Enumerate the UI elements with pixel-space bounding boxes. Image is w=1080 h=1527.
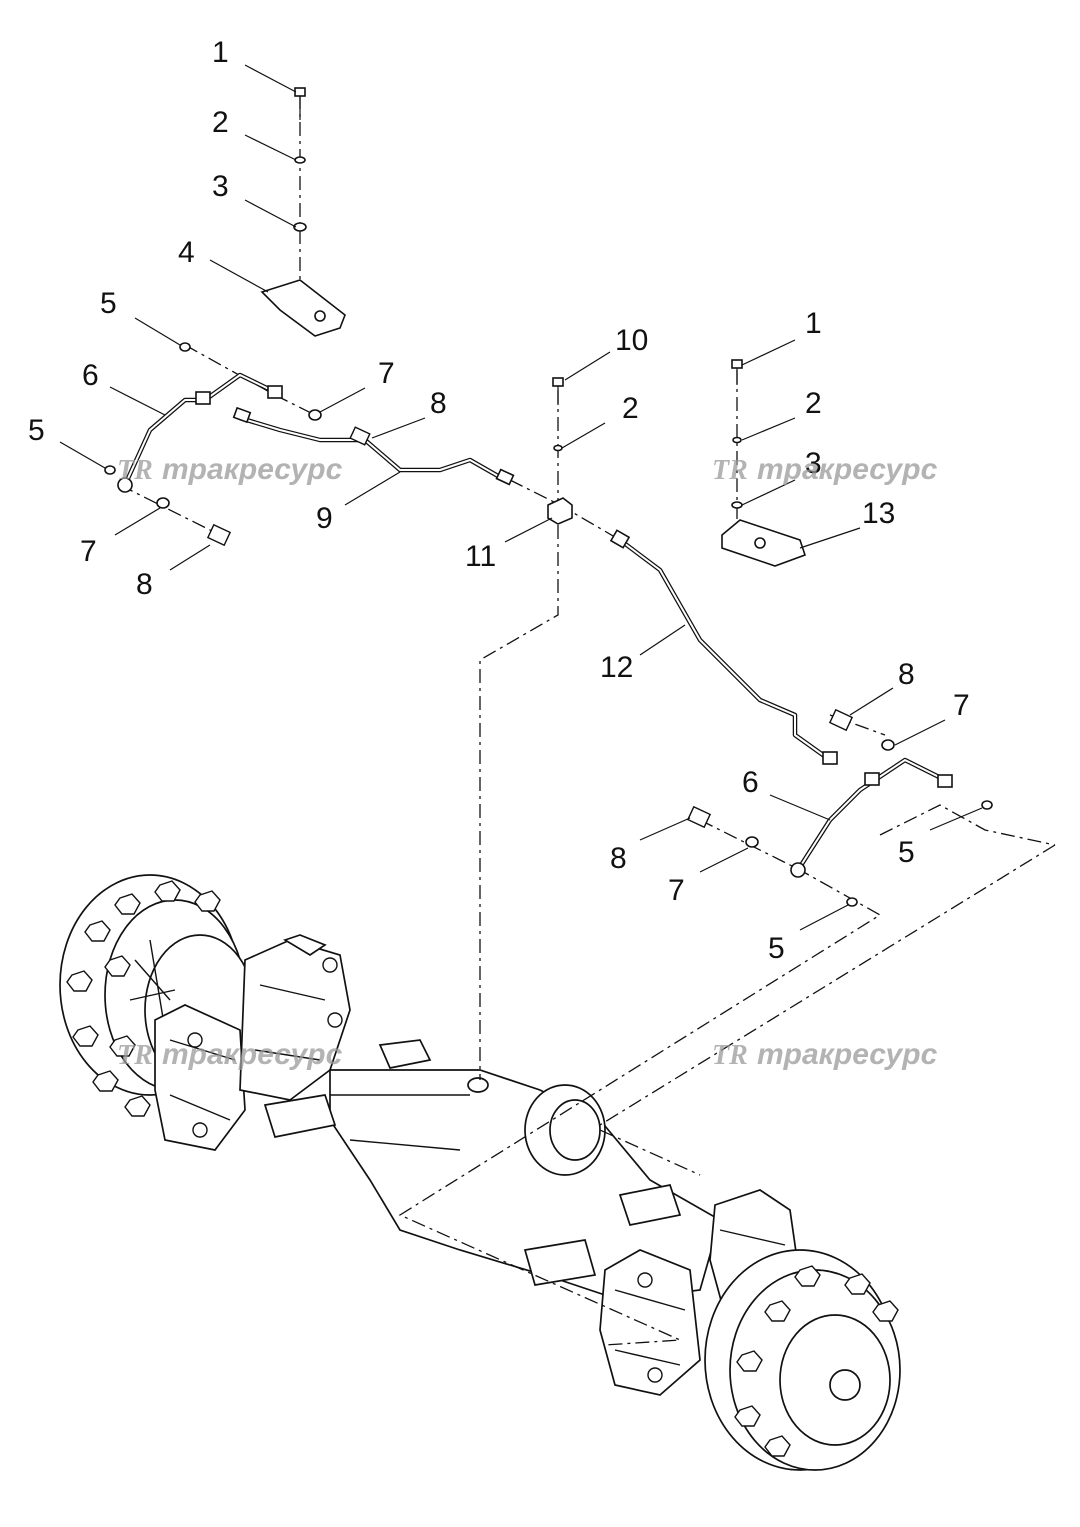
washer-part-5b	[104, 465, 116, 475]
left-brake-lines	[104, 342, 515, 547]
callout-5: 5	[28, 414, 45, 447]
bolt-part-1-left	[294, 87, 306, 120]
brake-pipe-part-12	[617, 537, 833, 763]
hose-fitting-9b	[495, 468, 515, 486]
callout-9: 9	[316, 502, 333, 535]
callout-12: 12	[600, 651, 633, 684]
callout-3: 3	[212, 170, 229, 203]
bracket-part-4	[260, 279, 346, 337]
washer-part-2-right	[732, 436, 742, 444]
pipe-fitting-6d	[937, 774, 953, 788]
washer-part-7d	[745, 836, 759, 848]
callout-5: 5	[100, 287, 117, 320]
banjo-fitting-right	[790, 862, 806, 878]
washer-part-7b	[156, 497, 170, 509]
washer-part-5a	[179, 342, 191, 352]
washer-part-2-center	[553, 444, 563, 452]
callout-2: 2	[212, 106, 229, 139]
banjo-bolt-part-8a	[349, 426, 371, 446]
callout-10: 10	[615, 324, 648, 357]
banjo-bolt-part-8c	[828, 708, 854, 732]
callout-8: 8	[898, 658, 915, 691]
pipe-fitting-12b	[822, 751, 838, 765]
watermark-logo: TR	[117, 455, 153, 486]
callout-5: 5	[898, 836, 915, 869]
left-brake-caliper	[154, 1004, 246, 1151]
washer-part-7c	[881, 739, 895, 751]
watermark-logo: TR	[712, 1040, 748, 1071]
left-suspension-mount	[239, 934, 351, 1101]
watermark-text: тракресурс	[757, 1038, 938, 1071]
right-brake-caliper	[599, 1249, 701, 1396]
center-tee-group	[547, 377, 573, 525]
callout-6: 6	[742, 766, 759, 799]
callout-8: 8	[136, 568, 153, 601]
callout-numbers: 1 2 3 4 5 6 5 7 8 9 7 8 10 2 11 1 2 3 13…	[28, 36, 970, 965]
callout-7: 7	[80, 535, 97, 568]
callout-2: 2	[805, 387, 822, 420]
watermark-logo: TR	[117, 1040, 153, 1071]
watermark-text: тракресурс	[162, 1038, 343, 1071]
watermark-top-right: TR тракресурс	[712, 453, 938, 486]
callout-13: 13	[862, 497, 895, 530]
axle-assembly	[59, 874, 901, 1471]
callout-1: 1	[212, 36, 229, 69]
pipe-fitting-6a	[195, 391, 211, 405]
washer-part-5d	[846, 897, 858, 907]
right-bracket-group	[721, 359, 807, 567]
washer-part-2-left	[294, 156, 306, 164]
callout-8: 8	[610, 842, 627, 875]
spring-seat-pads	[263, 1039, 682, 1286]
pipe-fitting-6c	[864, 772, 880, 786]
banjo-bolt-part-8b	[206, 523, 232, 547]
hose-fitting-9a	[232, 406, 252, 424]
differential-housing	[467, 1077, 606, 1176]
bolt-part-10	[552, 377, 564, 405]
pipe-fitting-6b	[267, 385, 283, 399]
callout-11: 11	[465, 540, 496, 573]
watermark-bottom-right: TR тракресурс	[712, 1038, 938, 1071]
bracket-part-13	[721, 519, 807, 567]
callout-leaders	[59, 64, 983, 931]
callout-6: 6	[82, 359, 99, 392]
washer-part-7a	[308, 409, 322, 421]
pipe-fitting-12a	[609, 529, 631, 549]
watermark-logo: TR	[712, 455, 748, 486]
callout-8: 8	[430, 387, 447, 420]
callout-2: 2	[622, 392, 639, 425]
callout-7: 7	[953, 689, 970, 722]
watermark-text: тракресурс	[757, 453, 938, 486]
right-wheel-hub	[704, 1249, 901, 1471]
callout-1: 1	[805, 307, 822, 340]
washer-part-3-right	[731, 501, 743, 509]
tee-fitting-part-11	[547, 497, 573, 525]
callout-7: 7	[668, 874, 685, 907]
bolt-part-1-right	[731, 359, 743, 385]
callout-7: 7	[378, 357, 395, 390]
left-bracket-group	[260, 87, 346, 337]
banjo-bolt-part-8d	[686, 805, 712, 829]
watermark-text: тракресурс	[162, 453, 343, 486]
right-brake-lines	[609, 529, 993, 907]
callout-4: 4	[178, 236, 195, 269]
watermark-top-left: TR тракресурс	[117, 453, 343, 486]
callout-5: 5	[768, 932, 785, 965]
washer-part-3-left	[293, 222, 307, 232]
watermark-bottom-left: TR тракресурс	[117, 1038, 343, 1071]
washer-part-5c	[981, 800, 993, 810]
banjo-fitting-left	[117, 477, 133, 493]
callout-3: 3	[805, 447, 822, 480]
